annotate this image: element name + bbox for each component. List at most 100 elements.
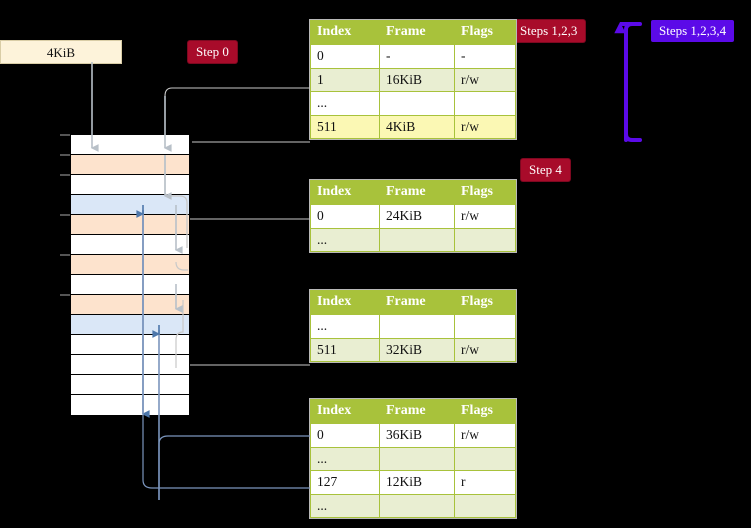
cell-index: 127 bbox=[310, 470, 380, 495]
column-header-index: Index bbox=[310, 290, 380, 315]
cell-flags: r/w bbox=[454, 337, 516, 362]
page-table-pd: Index Frame Flags ... 511 32KiB r/w bbox=[310, 290, 516, 362]
cell-index: 511 bbox=[310, 114, 380, 139]
table-header-row: Index Frame Flags bbox=[310, 290, 516, 315]
table-row: 0 36KiB r/w bbox=[310, 423, 516, 448]
cell-flags: r bbox=[454, 470, 516, 495]
cell-index: ... bbox=[310, 314, 380, 339]
column-header-flags: Flags bbox=[454, 20, 516, 45]
memory-tick bbox=[60, 294, 70, 296]
memory-row bbox=[71, 335, 189, 355]
connector-pt-row127-to-memory bbox=[142, 414, 310, 489]
table-row: 127 12KiB r bbox=[310, 470, 516, 495]
memory-row bbox=[71, 155, 189, 175]
memory-row bbox=[71, 235, 189, 255]
page-table-pdpt: Index Frame Flags 0 24KiB r/w ... bbox=[310, 180, 516, 252]
badge-step-4: Step 4 bbox=[521, 159, 570, 181]
memory-row bbox=[71, 375, 189, 395]
cell-flags: r/w bbox=[454, 114, 516, 139]
memory-row bbox=[71, 315, 189, 335]
cell-index: ... bbox=[310, 91, 380, 116]
badge-steps-123: Steps 1,2,3 bbox=[512, 20, 586, 42]
cell-frame: - bbox=[379, 44, 455, 69]
cell-flags: r/w bbox=[454, 67, 516, 92]
cell-index: ... bbox=[310, 493, 380, 518]
table-row: 0 - - bbox=[310, 44, 516, 69]
table-header-row: Index Frame Flags bbox=[310, 399, 516, 424]
column-header-flags: Flags bbox=[454, 399, 516, 424]
column-header-flags: Flags bbox=[454, 290, 516, 315]
cell-flags bbox=[454, 227, 516, 252]
cell-frame bbox=[379, 227, 455, 252]
cell-frame bbox=[379, 314, 455, 339]
memory-row bbox=[71, 295, 189, 315]
badge-step-4-label: Step 4 bbox=[529, 162, 562, 177]
memory-tick bbox=[60, 254, 70, 256]
column-header-frame: Frame bbox=[379, 180, 455, 205]
cell-index: 511 bbox=[310, 337, 380, 362]
badge-step-0: Step 0 bbox=[188, 41, 237, 63]
cell-frame: 16KiB bbox=[379, 67, 455, 92]
cell-flags bbox=[454, 446, 516, 471]
memory-row bbox=[71, 175, 189, 195]
frame-size-box: 4KiB bbox=[0, 40, 122, 64]
table-row: 0 24KiB r/w bbox=[310, 204, 516, 229]
table-row: ... bbox=[310, 493, 516, 518]
memory-tick bbox=[60, 174, 70, 176]
table-row: ... bbox=[310, 314, 516, 339]
cell-index: 0 bbox=[310, 423, 380, 448]
column-header-flags: Flags bbox=[454, 180, 516, 205]
table-row: ... bbox=[310, 91, 516, 116]
table-row: 1 16KiB r/w bbox=[310, 67, 516, 92]
connector-pt-row0-to-memory bbox=[158, 435, 310, 500]
badge-steps-123-label: Steps 1,2,3 bbox=[520, 23, 578, 38]
table-header-row: Index Frame Flags bbox=[310, 180, 516, 205]
memory-row bbox=[71, 395, 189, 415]
table-header-row: Index Frame Flags bbox=[310, 20, 516, 45]
cell-index: ... bbox=[310, 446, 380, 471]
cell-flags bbox=[454, 91, 516, 116]
cell-index: 0 bbox=[310, 44, 380, 69]
column-header-frame: Frame bbox=[379, 399, 455, 424]
cell-frame: 36KiB bbox=[379, 423, 455, 448]
table-row: 511 32KiB r/w bbox=[310, 337, 516, 362]
frame-size-label: 4KiB bbox=[46, 44, 76, 60]
arrow-steps-1234-bracket-vertical bbox=[624, 22, 642, 142]
memory-row bbox=[71, 275, 189, 295]
column-header-index: Index bbox=[310, 180, 380, 205]
cell-index: ... bbox=[310, 227, 380, 252]
memory-row bbox=[71, 135, 189, 155]
memory-tick bbox=[60, 154, 70, 156]
column-header-index: Index bbox=[310, 399, 380, 424]
table-row: 511 4KiB r/w bbox=[310, 114, 516, 139]
memory-row bbox=[71, 195, 189, 215]
memory-row bbox=[71, 255, 189, 275]
memory-row bbox=[71, 215, 189, 235]
cell-frame bbox=[379, 91, 455, 116]
page-table-pml4: Index Frame Flags 0 - - 1 16KiB r/w ... … bbox=[310, 20, 516, 139]
cell-flags: r/w bbox=[454, 423, 516, 448]
column-header-index: Index bbox=[310, 20, 380, 45]
cell-index: 1 bbox=[310, 67, 380, 92]
badge-step-0-label: Step 0 bbox=[196, 44, 229, 59]
column-header-frame: Frame bbox=[379, 20, 455, 45]
table-row: ... bbox=[310, 446, 516, 471]
memory-tick bbox=[60, 214, 70, 216]
cell-flags: r/w bbox=[454, 204, 516, 229]
cell-frame: 32KiB bbox=[379, 337, 455, 362]
cell-frame: 4KiB bbox=[379, 114, 455, 139]
cell-frame: 12KiB bbox=[379, 470, 455, 495]
cell-frame bbox=[379, 493, 455, 518]
column-header-frame: Frame bbox=[379, 290, 455, 315]
memory-row bbox=[71, 355, 189, 375]
arrow-steps-1234-bracket-foot bbox=[624, 132, 642, 142]
table-row: ... bbox=[310, 227, 516, 252]
cell-frame: 24KiB bbox=[379, 204, 455, 229]
page-table-pt: Index Frame Flags 0 36KiB r/w ... 127 12… bbox=[310, 399, 516, 518]
cell-flags bbox=[454, 493, 516, 518]
memory-tick bbox=[60, 134, 70, 136]
badge-steps-1234-label: Steps 1,2,3,4 bbox=[659, 23, 727, 38]
badge-steps-1234: Steps 1,2,3,4 bbox=[651, 20, 735, 42]
cell-index: 0 bbox=[310, 204, 380, 229]
